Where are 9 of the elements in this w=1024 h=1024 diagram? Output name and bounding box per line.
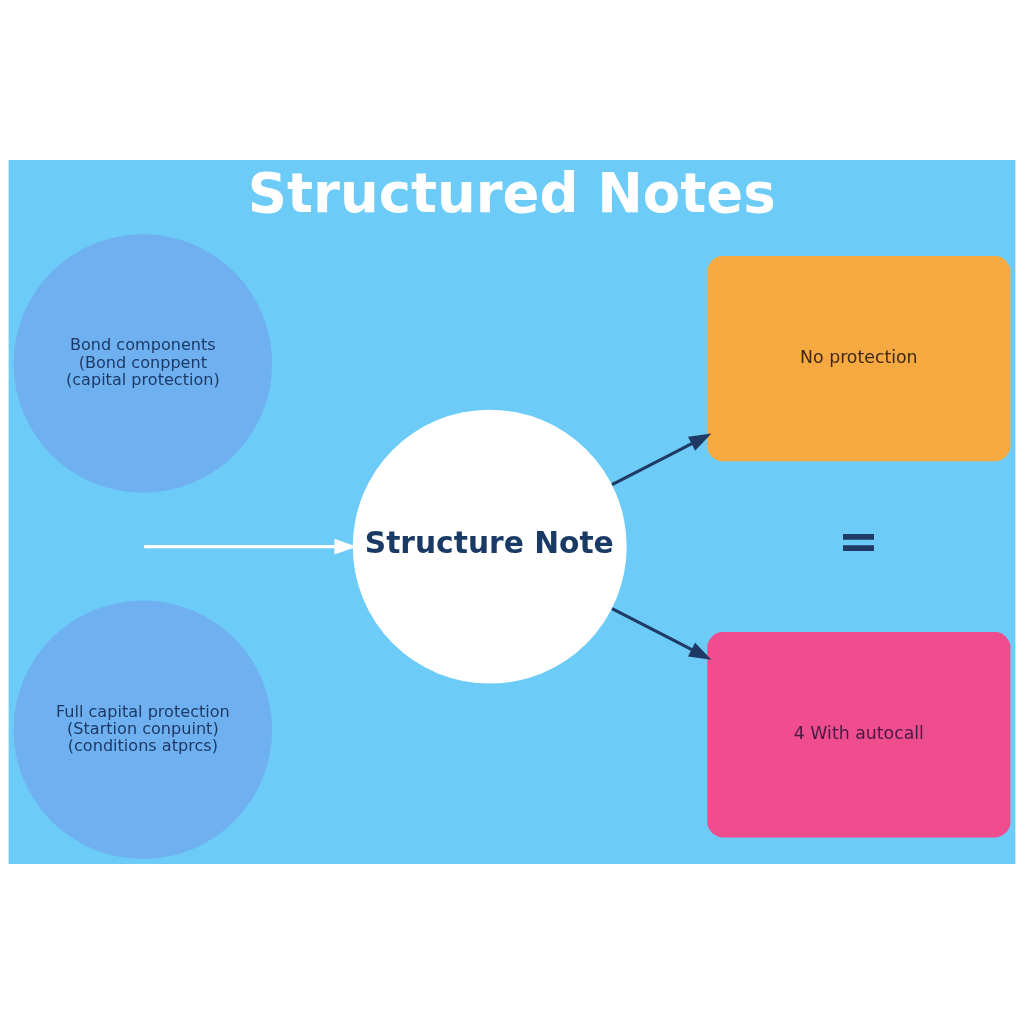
node-circle: Structure Note — [352, 409, 627, 684]
diagram-title: Structured Notes — [247, 161, 776, 226]
node-circle: Full capital protection (Startion conpuint) (conditions atprcs) — [13, 600, 273, 860]
node-circle: Bond components (Bond conppent (capital protection) — [13, 234, 273, 493]
label: = — [837, 511, 880, 570]
arrow — [611, 607, 712, 660]
node-box: 4 With autocall — [707, 632, 1011, 838]
arrow — [611, 433, 712, 486]
node-box: No protection — [707, 255, 1011, 462]
